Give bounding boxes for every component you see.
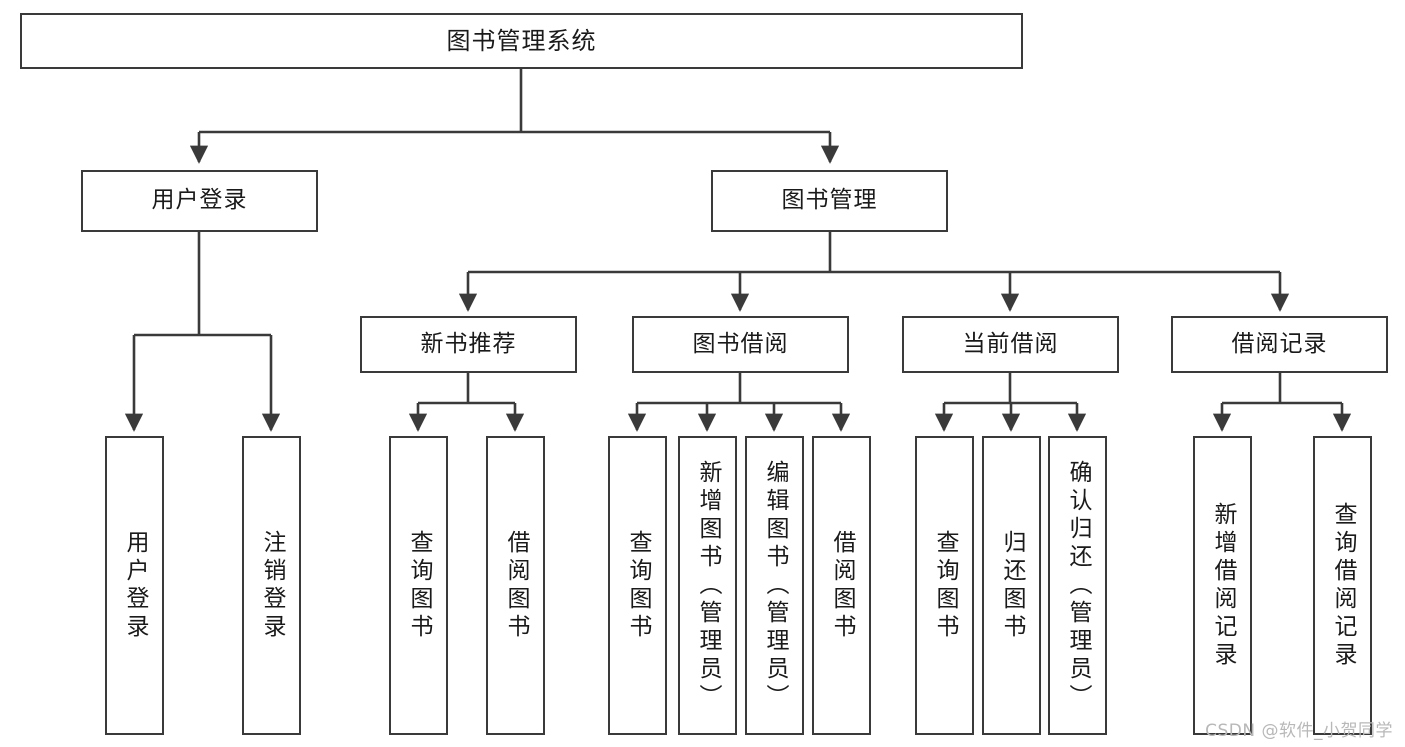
node-label: 用户登录 bbox=[151, 187, 248, 214]
leaf-edit-book[interactable]: 编辑图书（管理员） bbox=[745, 436, 804, 735]
leaf-user-login[interactable]: 用户登录 bbox=[105, 436, 164, 735]
csdn-watermark: CSDN @软件_小贺同学 bbox=[1205, 721, 1393, 741]
node-label: 确认归还（管理员） bbox=[1065, 459, 1091, 712]
leaf-confirm-return[interactable]: 确认归还（管理员） bbox=[1048, 436, 1107, 735]
node-label: 查询图书 bbox=[932, 529, 958, 642]
node-label: 当前借阅 bbox=[962, 330, 1059, 357]
node-label: 编辑图书（管理员） bbox=[762, 459, 788, 712]
node-label: 借阅图书 bbox=[503, 529, 529, 642]
leaf-query-book-borrow[interactable]: 查询图书 bbox=[608, 436, 667, 735]
leaf-query-book-current[interactable]: 查询图书 bbox=[915, 436, 974, 735]
node-root-system[interactable]: 图书管理系统 bbox=[20, 13, 1023, 69]
node-label: 新书推荐 bbox=[420, 330, 517, 357]
node-label: 查询图书 bbox=[625, 529, 651, 642]
leaf-borrow-book-recommend[interactable]: 借阅图书 bbox=[486, 436, 545, 735]
node-label: 注销登录 bbox=[259, 529, 285, 642]
node-label: 图书借阅 bbox=[692, 330, 789, 357]
node-user-login[interactable]: 用户登录 bbox=[81, 170, 318, 232]
leaf-logout-login[interactable]: 注销登录 bbox=[242, 436, 301, 735]
leaf-query-book-recommend[interactable]: 查询图书 bbox=[389, 436, 448, 735]
node-label: 查询图书 bbox=[406, 529, 432, 642]
leaf-add-book[interactable]: 新增图书（管理员） bbox=[678, 436, 737, 735]
node-borrow-record[interactable]: 借阅记录 bbox=[1171, 316, 1388, 373]
node-current-borrow[interactable]: 当前借阅 bbox=[902, 316, 1119, 373]
node-new-book-recommend[interactable]: 新书推荐 bbox=[360, 316, 577, 373]
leaf-borrow-book[interactable]: 借阅图书 bbox=[812, 436, 871, 735]
node-label: 借阅图书 bbox=[829, 529, 855, 642]
node-label: 归还图书 bbox=[999, 529, 1025, 642]
node-book-manage[interactable]: 图书管理 bbox=[711, 170, 948, 232]
node-book-borrow[interactable]: 图书借阅 bbox=[632, 316, 849, 373]
leaf-query-borrow-record[interactable]: 查询借阅记录 bbox=[1313, 436, 1372, 735]
node-label: 用户登录 bbox=[122, 529, 148, 642]
node-label: 新增借阅记录 bbox=[1210, 501, 1236, 670]
node-label: 借阅记录 bbox=[1231, 330, 1328, 357]
node-label: 查询借阅记录 bbox=[1330, 501, 1356, 670]
node-label: 新增图书（管理员） bbox=[695, 459, 721, 712]
leaf-return-book[interactable]: 归还图书 bbox=[982, 436, 1041, 735]
node-label: 图书管理系统 bbox=[446, 26, 597, 55]
leaf-add-borrow-record[interactable]: 新增借阅记录 bbox=[1193, 436, 1252, 735]
node-label: 图书管理 bbox=[781, 187, 878, 214]
